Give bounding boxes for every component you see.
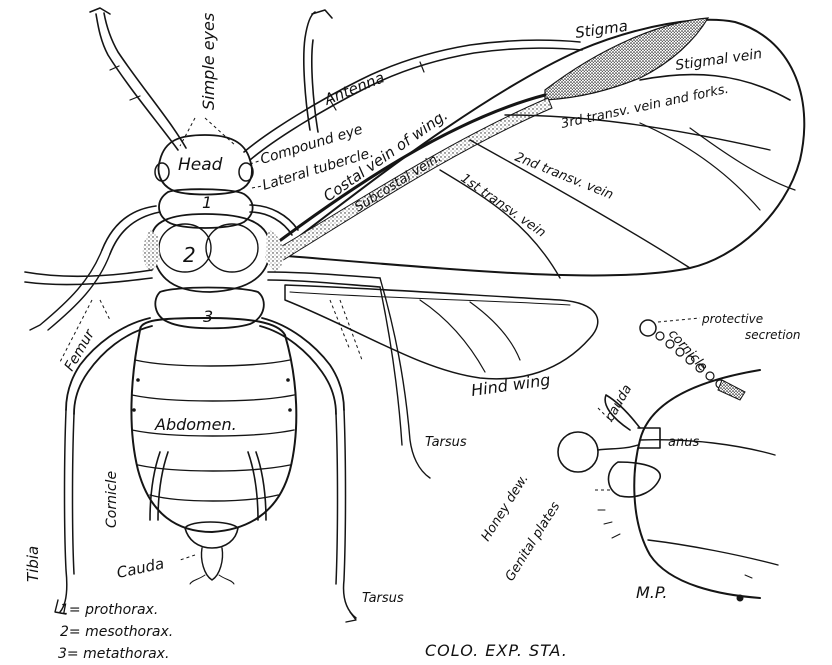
label-first-transv-vein: 1st transv. vein bbox=[458, 171, 549, 241]
label-tibia: Tibia bbox=[24, 546, 42, 582]
label-abdomen: Abdomen. bbox=[154, 415, 237, 434]
hind-wing bbox=[285, 285, 598, 379]
label-tarsus-right: Tarsus bbox=[425, 435, 467, 450]
aphid-body bbox=[131, 135, 296, 584]
label-segment-1: 1 bbox=[202, 193, 212, 212]
label-segment-3: 3 bbox=[203, 307, 213, 326]
label-cauda-body: Cauda bbox=[115, 554, 166, 582]
legend-metathorax: 3= metathorax. bbox=[58, 646, 169, 662]
legs bbox=[25, 205, 430, 622]
label-hind-wing: Hind wing bbox=[470, 370, 552, 400]
label-genital-plates: Genital plates bbox=[503, 499, 564, 584]
label-simple-eyes: Simple eyes bbox=[199, 13, 218, 110]
label-anus: anus bbox=[668, 435, 699, 450]
legend-mesothorax: 2= mesothorax. bbox=[60, 624, 173, 640]
honey-dew-droplet bbox=[558, 432, 598, 472]
label-cornicle-body: Cornicle bbox=[104, 471, 120, 528]
abdomen-detail bbox=[558, 320, 778, 602]
legend-prothorax: 1= prothorax. bbox=[60, 602, 158, 618]
label-segment-2: 2 bbox=[183, 243, 196, 267]
label-cornicle-detail: cornicle bbox=[665, 327, 710, 375]
label-antenna: Antenna bbox=[321, 68, 387, 109]
label-stigma: Stigma bbox=[574, 17, 629, 42]
label-cauda-detail: cauda bbox=[602, 382, 635, 424]
label-protective-secretion-1: protective bbox=[701, 312, 763, 326]
artist-initials: M.P. bbox=[636, 583, 667, 602]
label-protective-secretion-2: secretion bbox=[745, 328, 801, 342]
label-stigmal-vein: Stigmal vein bbox=[674, 46, 763, 74]
credit-colo-exp-sta: COLO. EXP. STA. bbox=[425, 641, 568, 660]
label-second-transv-vein: 2nd transv. vein bbox=[513, 150, 616, 203]
legend: 1= prothorax. 2= mesothorax. 3= metathor… bbox=[58, 602, 173, 662]
label-head: Head bbox=[178, 155, 223, 175]
label-honey-dew: Honey dew. bbox=[479, 472, 532, 544]
label-tarsus-bottom: Tarsus bbox=[362, 591, 404, 606]
